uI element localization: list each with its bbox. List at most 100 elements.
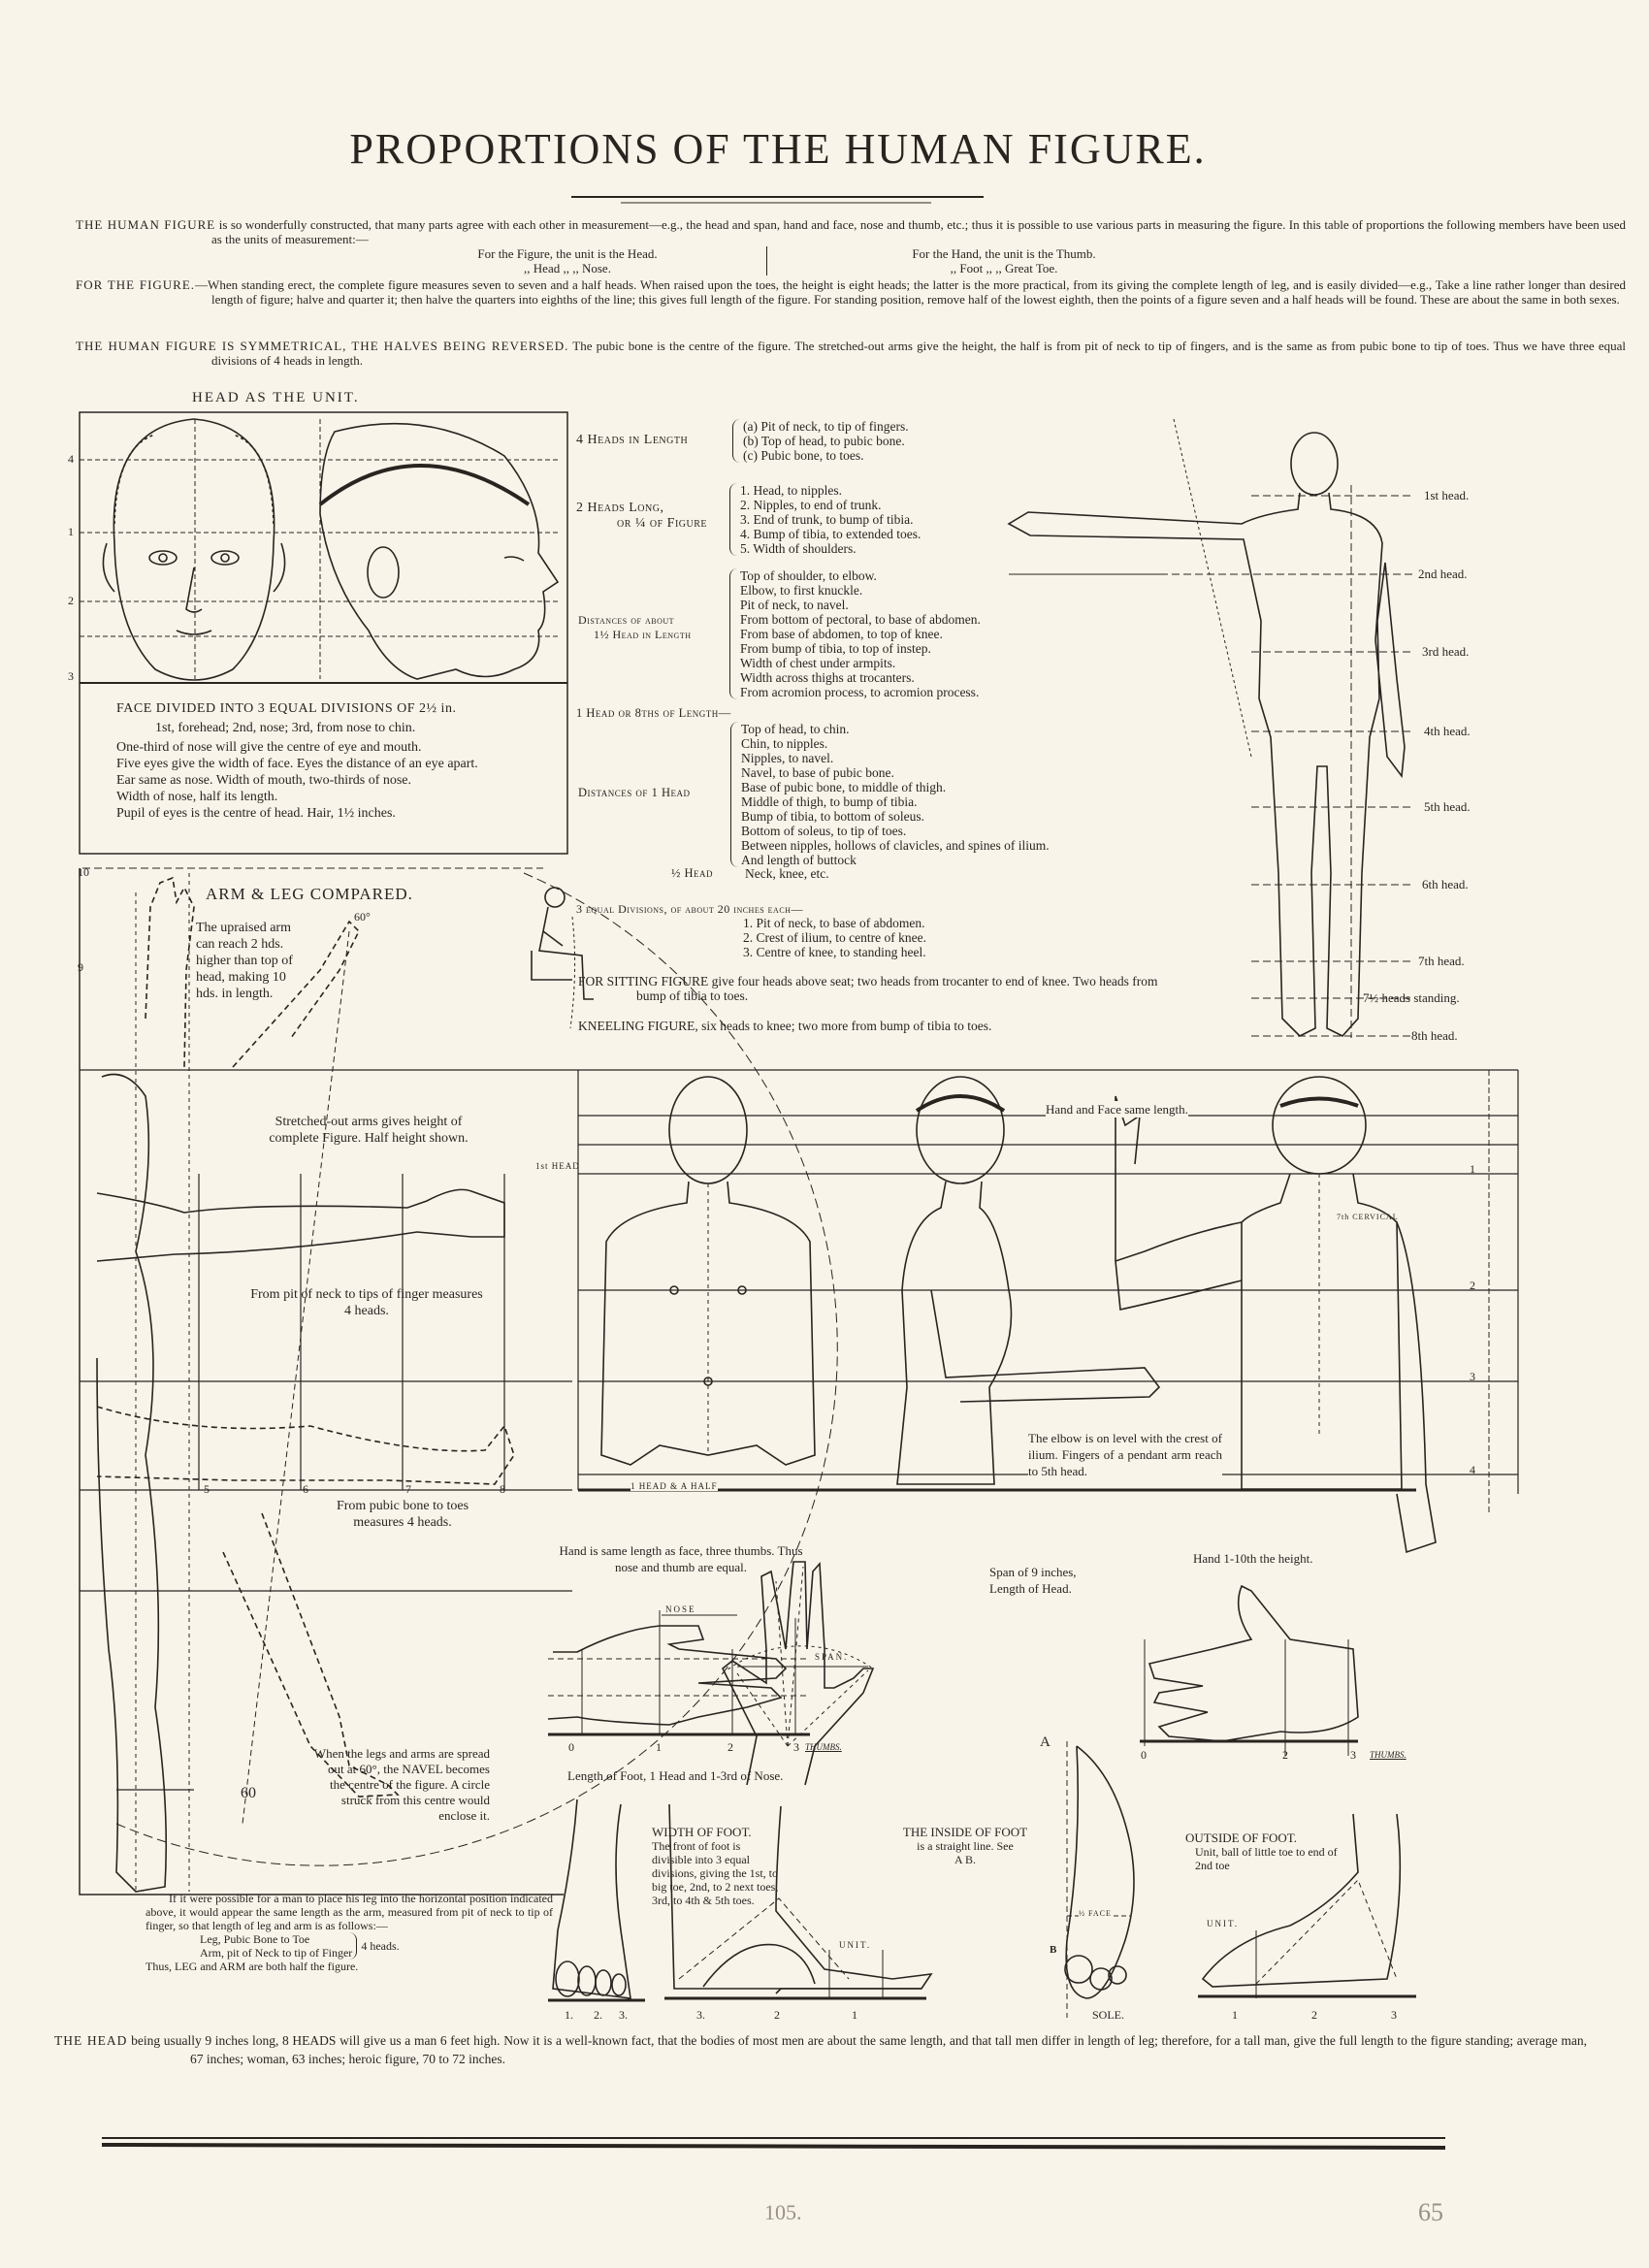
leg-note-text: If it were possible for a man to place h… xyxy=(146,1892,553,1932)
outside-of-foot-text: Unit, ball of little toe to end of 2nd t… xyxy=(1195,1845,1338,1872)
hand-side-drawing xyxy=(547,1610,810,1736)
list-item: From acromion process, to acromion proce… xyxy=(740,685,980,699)
intro-paragraph-3: THE HUMAN FIGURE IS SYMMETRICAL, THE HAL… xyxy=(76,339,1626,368)
mark-7: 7 xyxy=(405,1482,411,1496)
units-left: For the Figure, the unit is the Head. ,,… xyxy=(407,246,728,275)
arm-line: Arm, pit of Neck to tip of Finger xyxy=(200,1946,353,1960)
mark-6: 6 xyxy=(303,1482,308,1496)
four-heads-label: 4 Heads in Length xyxy=(576,433,689,447)
four-heads-result: 4 heads. xyxy=(361,1939,400,1953)
list-item: 4. Bump of tibia, to extended toes. xyxy=(740,527,922,541)
footer-text: being usually 9 inches long, 8 HEADS wil… xyxy=(131,2033,1587,2066)
inside-tick-2: 2 xyxy=(774,2008,780,2022)
palm-tick-3: 3 xyxy=(1350,1748,1356,1762)
standing-figure xyxy=(1007,418,1414,1038)
footer-paragraph: THE HEAD being usually 9 inches long, 8 … xyxy=(54,2031,1587,2068)
units-divider xyxy=(766,246,767,275)
list-item: (c) Pubic bone, to toes. xyxy=(743,448,864,463)
head-mark-8: 8th head. xyxy=(1411,1028,1458,1043)
list-item: Bump of tibia, to bottom of soleus. xyxy=(741,809,924,824)
three-divisions-heading: 3 equal Divisions, of about 20 inches ea… xyxy=(576,902,803,916)
head-scale-2: 2 xyxy=(68,594,74,607)
head-unit-heading: HEAD AS THE UNIT. xyxy=(192,390,360,405)
arm-leg-heading: ARM & LEG COMPARED. xyxy=(206,885,413,903)
head-mark-1: 1st head. xyxy=(1424,488,1470,502)
kneeling-figure-note: KNEELING FIGURE, six heads to knee; two … xyxy=(578,1019,991,1033)
one-half-head-list: Top of shoulder, to elbow. Elbow, to fir… xyxy=(729,568,981,699)
pubic-bone-note: From pubic bone to toes measures 4 heads… xyxy=(336,1499,469,1530)
one-half-head-label: Distances of about xyxy=(578,613,675,627)
width-tick-3: 3. xyxy=(619,2008,628,2022)
list-item: 2. Crest of ilium, to centre of knee. xyxy=(743,930,926,945)
point-a-label: A xyxy=(1040,1734,1051,1750)
scale-10: 10 xyxy=(78,865,89,879)
angle-label: 60° xyxy=(354,910,371,923)
span-note: Span of 9 inches, Length of Head. xyxy=(989,1565,1077,1596)
sitting-lead: FOR SITTING FIGURE xyxy=(578,974,709,988)
page-title: PROPORTIONS OF THE HUMAN FIGURE. xyxy=(349,125,1207,173)
angle-label-low: 60 xyxy=(241,1785,256,1801)
intro-paragraph-1: THE HUMAN FIGURE is so wonderfully const… xyxy=(76,217,1626,246)
list-item: 1. Pit of neck, to base of abdomen. xyxy=(743,916,925,930)
span-label: SPAN. xyxy=(815,1652,849,1662)
tick-1: 1 xyxy=(656,1740,662,1754)
outside-of-foot-note: OUTSIDE OF FOOT. Unit, ball of little to… xyxy=(1185,1831,1341,1873)
intro-paragraph-2: FOR THE FIGURE.—When standing erect, the… xyxy=(76,277,1626,307)
inside-of-foot-title: THE INSIDE OF FOOT xyxy=(902,1825,1028,1839)
list-item: Chin, to nipples. xyxy=(741,736,828,751)
upraised-arm-note: The upraised arm can reach 2 hds. higher… xyxy=(196,921,293,1001)
list-item: Bottom of soleus, to tip of toes. xyxy=(741,824,907,838)
foot-inside-drawing xyxy=(664,1803,933,2000)
elbow-note: The elbow is on level with the crest of … xyxy=(1028,1430,1222,1479)
kneeling-text: six heads to knee; two more from bump of… xyxy=(701,1019,992,1033)
hand-palm-drawing xyxy=(1140,1584,1359,1756)
head-scale-1: 1 xyxy=(68,525,74,538)
unit-hand: For the Hand, the unit is the Thumb. xyxy=(912,246,1096,261)
face-note: Width of nose, half its length. xyxy=(116,790,278,804)
head-mark-3: 3rd head. xyxy=(1422,644,1470,659)
hand-face-note: Hand and Face same length. xyxy=(1046,1101,1188,1118)
width-of-foot-title: WIDTH OF FOOT. xyxy=(652,1825,752,1839)
half-head-text: Neck, knee, etc. xyxy=(745,866,829,881)
point-b-label: B xyxy=(1050,1944,1057,1956)
horizontal-leg-drawing xyxy=(96,1406,515,1485)
tick-2: 2 xyxy=(728,1740,733,1754)
head-mark-6: 6th head. xyxy=(1422,877,1469,891)
outside-tick-3: 3 xyxy=(1391,2008,1397,2022)
list-item: From bump of tibia, to top of instep. xyxy=(740,641,931,656)
list-item: 2. Nipples, to end of trunk. xyxy=(740,498,882,512)
palm-tick-2: 2 xyxy=(1282,1748,1288,1762)
units-right: For the Hand, the unit is the Thumb. ,, … xyxy=(844,246,1164,275)
thumbs-label: THUMBS. xyxy=(805,1742,842,1752)
face-note: Five eyes give the width of face. Eyes t… xyxy=(116,757,478,771)
outside-tick-1: 1 xyxy=(1232,2008,1238,2022)
hand-face-note-2: Hand is same length as face, three thumb… xyxy=(559,1543,803,1574)
list-item: Top of head, to chin. xyxy=(741,722,850,736)
conclusion-text: Thus, LEG and ARM are both half the figu… xyxy=(146,1960,359,1973)
face-note: Pupil of eyes is the centre of head. Hai… xyxy=(116,806,396,821)
upraised-arm-drawing xyxy=(145,876,360,1068)
torso-comparison-panel xyxy=(577,1070,1519,1554)
head-mark-2: 2nd head. xyxy=(1418,567,1468,581)
unit-foot: ,, Foot ,, ,, Great Toe. xyxy=(950,261,1058,275)
hands-row xyxy=(547,1561,1359,1786)
foot-length-note: Length of Foot, 1 Head and 1-3rd of Nose… xyxy=(567,1768,784,1783)
intro-text-1: is so wonderfully constructed, that many… xyxy=(211,217,1626,246)
palm-thumbs-label: THUMBS. xyxy=(1370,1750,1406,1760)
outside-tick-2: 2 xyxy=(1311,2008,1317,2022)
list-item: (b) Top of head, to pubic bone. xyxy=(743,434,905,448)
title-rule xyxy=(571,196,984,204)
scale-9: 9 xyxy=(78,960,83,974)
head-mark-5: 5th head. xyxy=(1424,799,1471,814)
list-item: Pit of neck, to navel. xyxy=(740,598,849,612)
torso-scale-2: 2 xyxy=(1470,1279,1475,1292)
torso-scale-1: 1 xyxy=(1470,1162,1475,1176)
hand-tenth-note: Hand 1-10th the height. xyxy=(1193,1551,1313,1566)
face-note: Ear same as nose. Width of mouth, two-th… xyxy=(116,773,412,788)
list-item: Middle of thigh, to bump of tibia. xyxy=(741,794,918,809)
head-mark-4: 4th head. xyxy=(1424,724,1471,738)
list-item: (a) Pit of neck, to tip of fingers. xyxy=(743,419,909,434)
nose-label: NOSE xyxy=(665,1604,696,1614)
profile-torso-drawing xyxy=(896,1076,1161,1485)
front-torso-drawing xyxy=(600,1076,816,1466)
